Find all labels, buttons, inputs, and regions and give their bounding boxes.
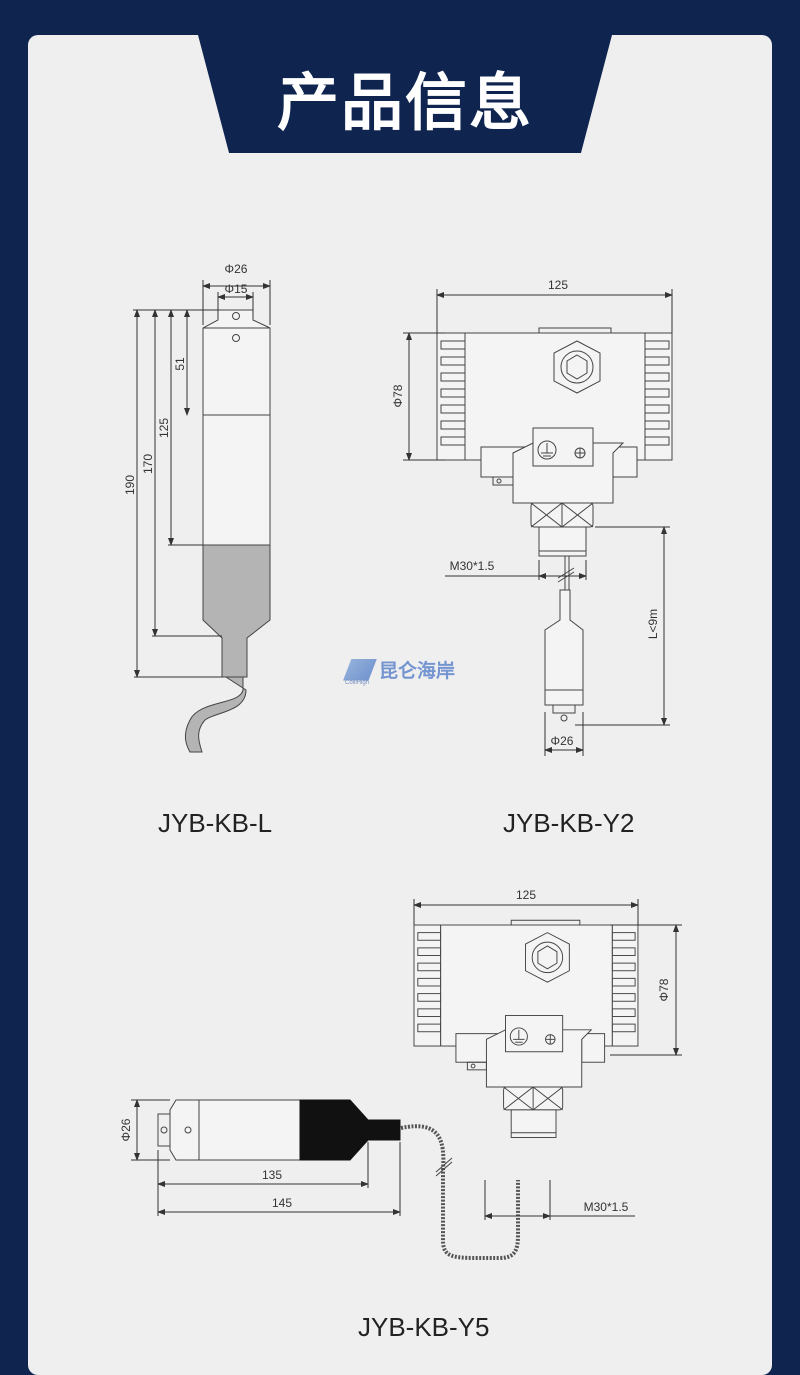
dim-d15: Φ15 bbox=[225, 282, 248, 296]
page-title: 产品信息 bbox=[276, 66, 533, 139]
drawings: Φ26 Φ15 51 125 170 190 125 Φ78 M30*1.5 bbox=[119, 262, 682, 1261]
dim-51: 51 bbox=[173, 357, 187, 371]
dim-145: 145 bbox=[272, 1196, 292, 1210]
model-label-jyb-kb-l: JYB-KB-L bbox=[158, 808, 273, 838]
dim-d26: Φ26 bbox=[225, 262, 248, 276]
logo-text: 昆仑海岸 bbox=[379, 660, 456, 682]
dim-d26: Φ26 bbox=[551, 734, 574, 748]
transmitter-head bbox=[436, 327, 673, 557]
transmitter-head bbox=[413, 919, 639, 1138]
title-tab bbox=[198, 35, 612, 153]
drawing-jyb-kb-y2: 125 Φ78 M30*1.5 L<9m Φ26 bbox=[391, 278, 673, 756]
logo-subtext: ColliHigh bbox=[345, 680, 370, 686]
drawing-jyb-kb-l: Φ26 Φ15 51 125 170 190 bbox=[123, 262, 271, 753]
dim-125: 125 bbox=[516, 888, 536, 902]
model-label-jyb-kb-y2: JYB-KB-Y2 bbox=[503, 808, 635, 838]
drawing-jyb-kb-y5: 125 Φ78 Φ26 135 145 M30*1.5 bbox=[119, 888, 682, 1261]
logo-mark-icon bbox=[343, 658, 377, 681]
dim-125: 125 bbox=[157, 418, 171, 438]
model-label-jyb-kb-y5: JYB-KB-Y5 bbox=[358, 1312, 490, 1342]
brand-logo: 昆仑海岸 ColliHigh bbox=[343, 656, 456, 686]
dim-d26: Φ26 bbox=[119, 1118, 133, 1141]
dim-125: 125 bbox=[548, 278, 568, 292]
dim-d78: Φ78 bbox=[657, 978, 671, 1001]
dim-cable-length: L<9m bbox=[646, 609, 660, 639]
dim-thread: M30*1.5 bbox=[584, 1200, 629, 1214]
dim-190: 190 bbox=[123, 475, 137, 495]
dim-thread: M30*1.5 bbox=[450, 559, 495, 573]
dim-135: 135 bbox=[262, 1168, 282, 1182]
dim-d78: Φ78 bbox=[391, 384, 405, 407]
dim-170: 170 bbox=[141, 454, 155, 474]
